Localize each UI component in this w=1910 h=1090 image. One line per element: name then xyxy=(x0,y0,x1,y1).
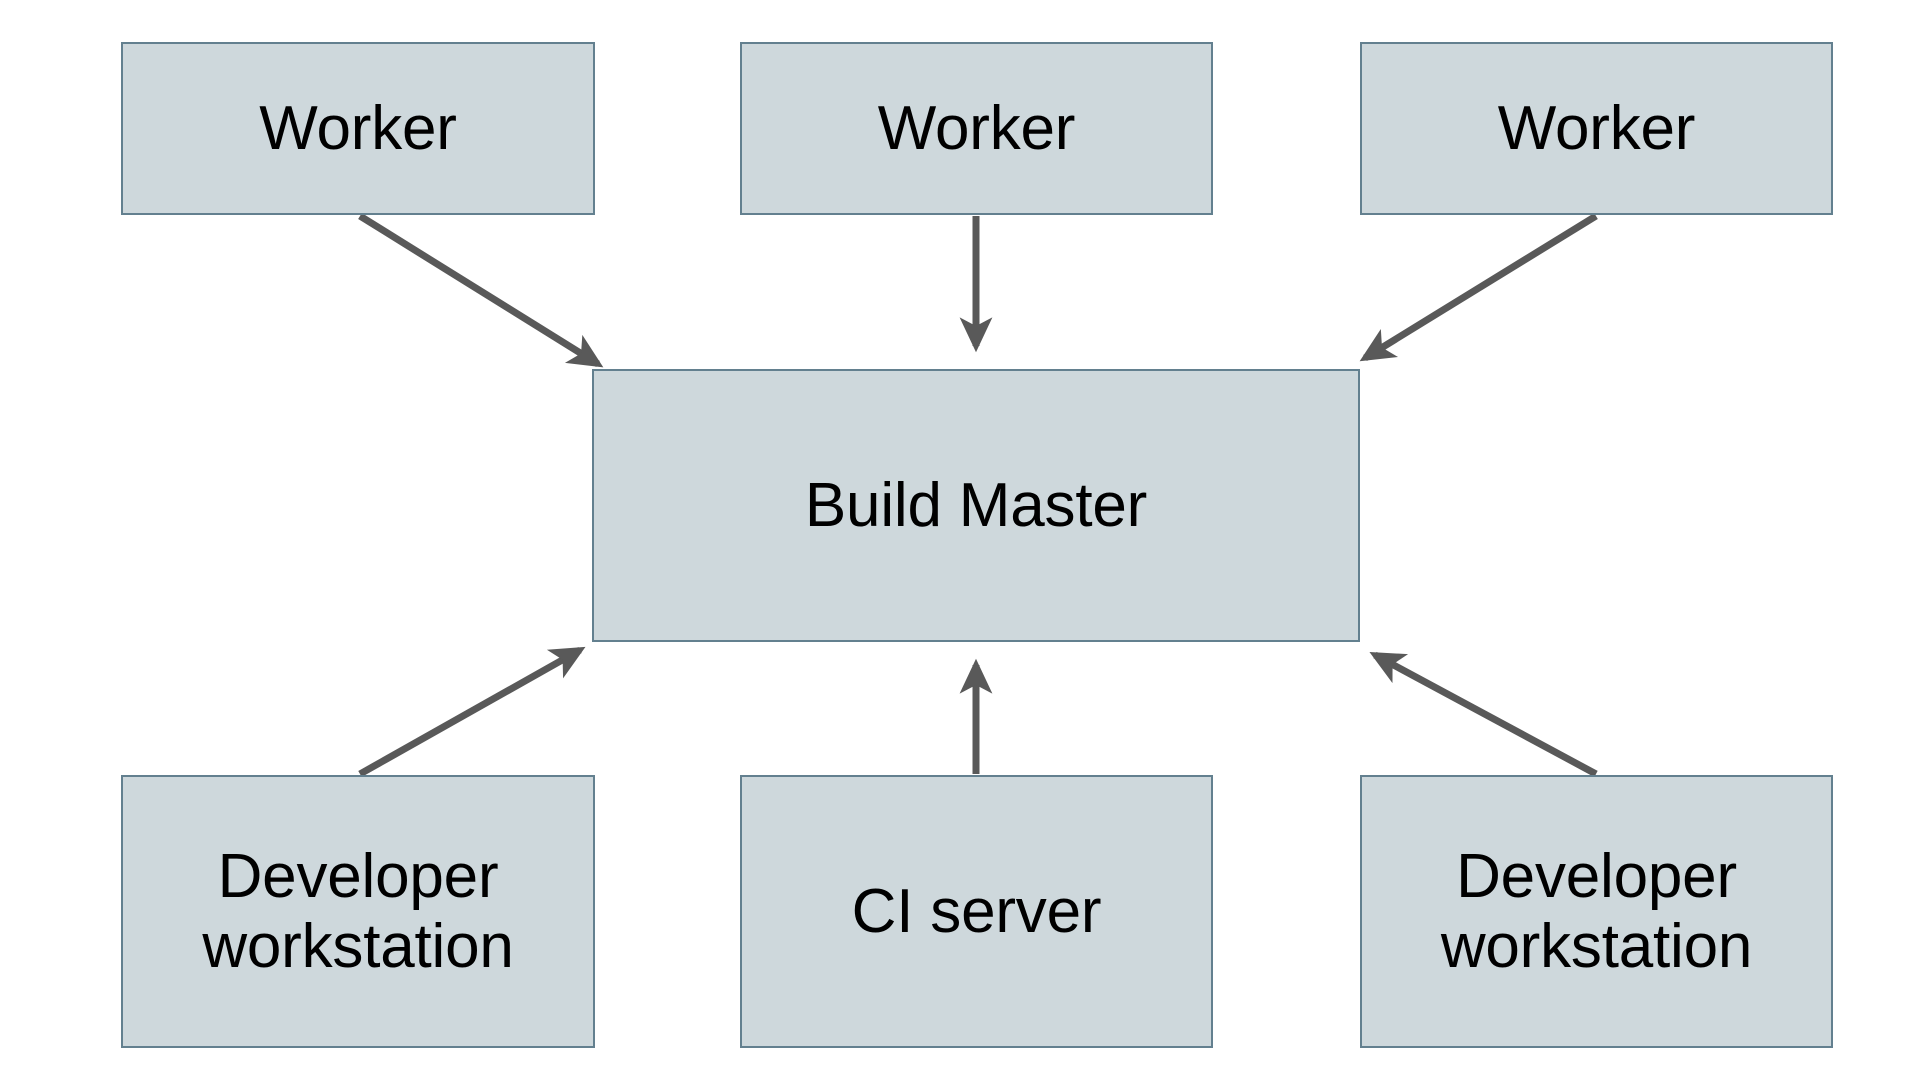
node-developer-workstation-left[interactable]: Developer workstation xyxy=(121,775,595,1048)
node-worker-mid-label: Worker xyxy=(877,93,1076,163)
node-worker-mid[interactable]: Worker xyxy=(740,42,1213,215)
node-developer-workstation-right[interactable]: Developer workstation xyxy=(1360,775,1833,1048)
edge-worker-left-to-master xyxy=(358,213,604,368)
node-ci-server[interactable]: CI server xyxy=(740,775,1213,1048)
node-worker-left[interactable]: Worker xyxy=(121,42,595,215)
edge-dev-left-to-master xyxy=(358,646,586,778)
node-build-master-label: Build Master xyxy=(804,470,1148,540)
node-worker-right[interactable]: Worker xyxy=(1360,42,1833,215)
node-worker-right-label: Worker xyxy=(1497,93,1696,163)
edge-dev-right-to-master xyxy=(1369,651,1598,778)
node-build-master[interactable]: Build Master xyxy=(592,369,1360,642)
node-developer-workstation-left-label: Developer workstation xyxy=(202,842,514,981)
node-developer-workstation-right-label: Developer workstation xyxy=(1440,842,1753,981)
edge-worker-right-to-master xyxy=(1359,213,1598,362)
node-worker-left-label: Worker xyxy=(259,93,457,163)
node-ci-server-label: CI server xyxy=(851,876,1102,946)
